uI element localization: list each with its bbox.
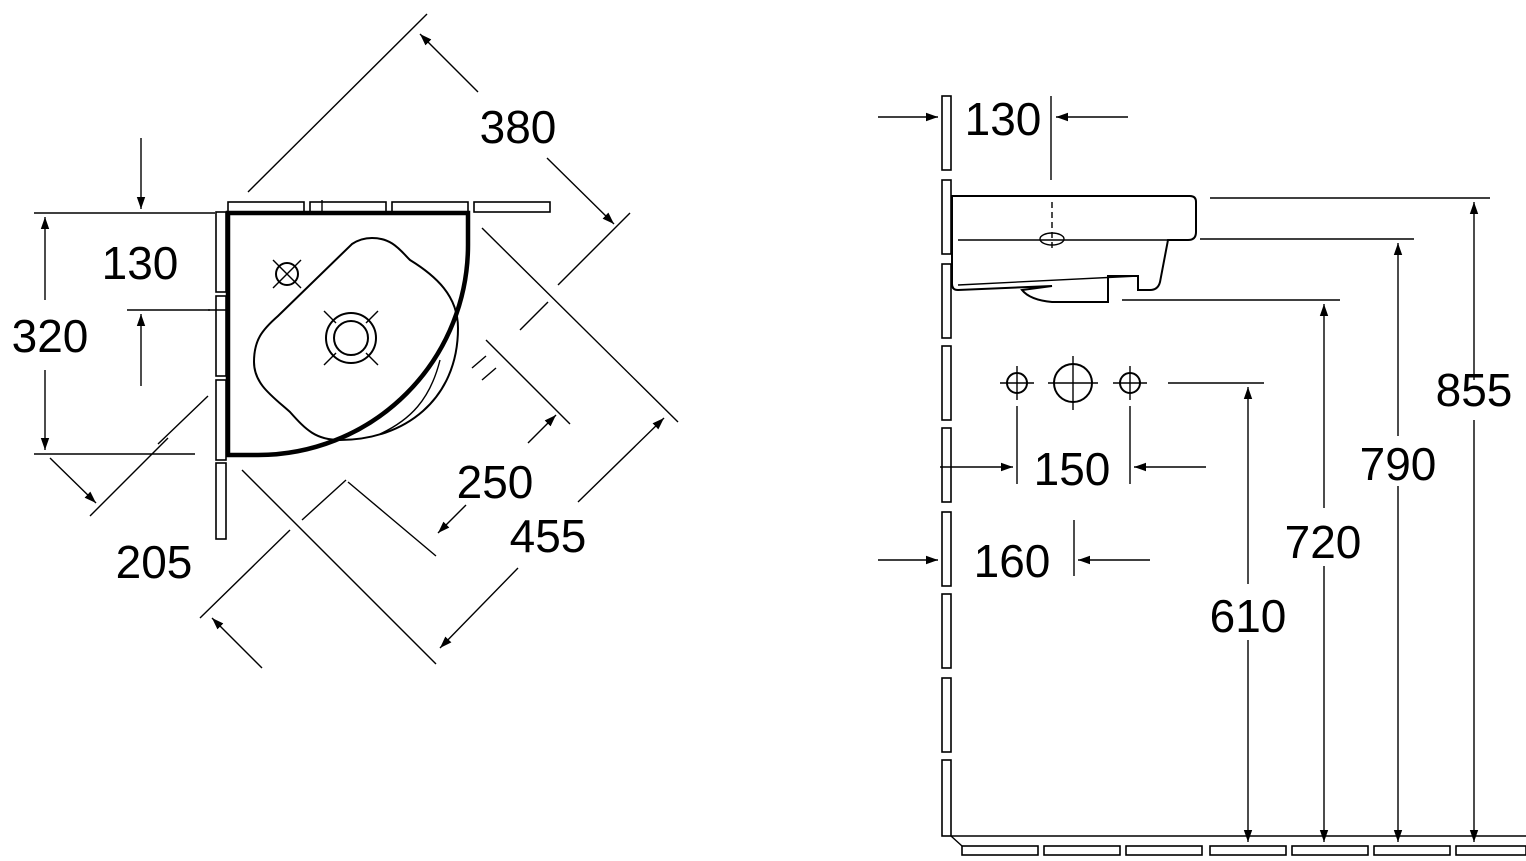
dim-205-label: 205 [116, 536, 193, 588]
dim-250: 250 [347, 301, 571, 557]
basin-outline [225, 210, 471, 458]
plan-view: 380 320 130 205 [12, 13, 679, 669]
dim-610: 610 [1210, 387, 1287, 842]
dim-150-label: 150 [1034, 443, 1111, 495]
dim-320-label: 320 [12, 310, 89, 362]
dim-380: 380 [247, 13, 631, 286]
dim-720-label: 720 [1285, 516, 1362, 568]
dim-790-label: 790 [1360, 438, 1437, 490]
dim-855: 855 [1210, 197, 1513, 842]
floor-tiles [951, 835, 1526, 856]
dim-790: 790 [1200, 238, 1437, 842]
drain-icon [323, 310, 379, 366]
side-view: 130 [878, 93, 1526, 856]
dim-160-label: 160 [974, 535, 1051, 587]
dim-130-side: 130 [878, 93, 1128, 180]
dim-455-label: 455 [510, 510, 587, 562]
basin-bowl-inner [379, 359, 441, 435]
dim-320: 320 [12, 212, 215, 455]
right-tap-hole-icon [1113, 366, 1147, 400]
tap-hole-icon [272, 259, 302, 289]
dim-720: 720 [1122, 299, 1362, 842]
basin-bowl [252, 236, 460, 442]
wall-tiles-vertical [941, 95, 963, 847]
dim-205: 205 [49, 395, 209, 588]
dim-130-side-label: 130 [965, 93, 1042, 145]
dim-150: 150 [940, 406, 1206, 495]
dim-380-label: 380 [480, 101, 557, 153]
top-wall-tiles [227, 200, 551, 215]
dim-130-plan: 130 [102, 138, 210, 386]
tap-holes [1000, 356, 1264, 410]
center-tap-hole-icon [1048, 356, 1098, 410]
dim-610-label: 610 [1210, 590, 1287, 642]
dim-855-label: 855 [1436, 364, 1513, 416]
basin-side-profile [951, 195, 1197, 303]
dim-160: 160 [878, 520, 1150, 587]
dim-455: 455 [199, 227, 679, 669]
dim-130-plan-label: 130 [102, 237, 179, 289]
left-tap-hole-icon [1000, 366, 1034, 400]
dim-250-label: 250 [457, 456, 534, 508]
